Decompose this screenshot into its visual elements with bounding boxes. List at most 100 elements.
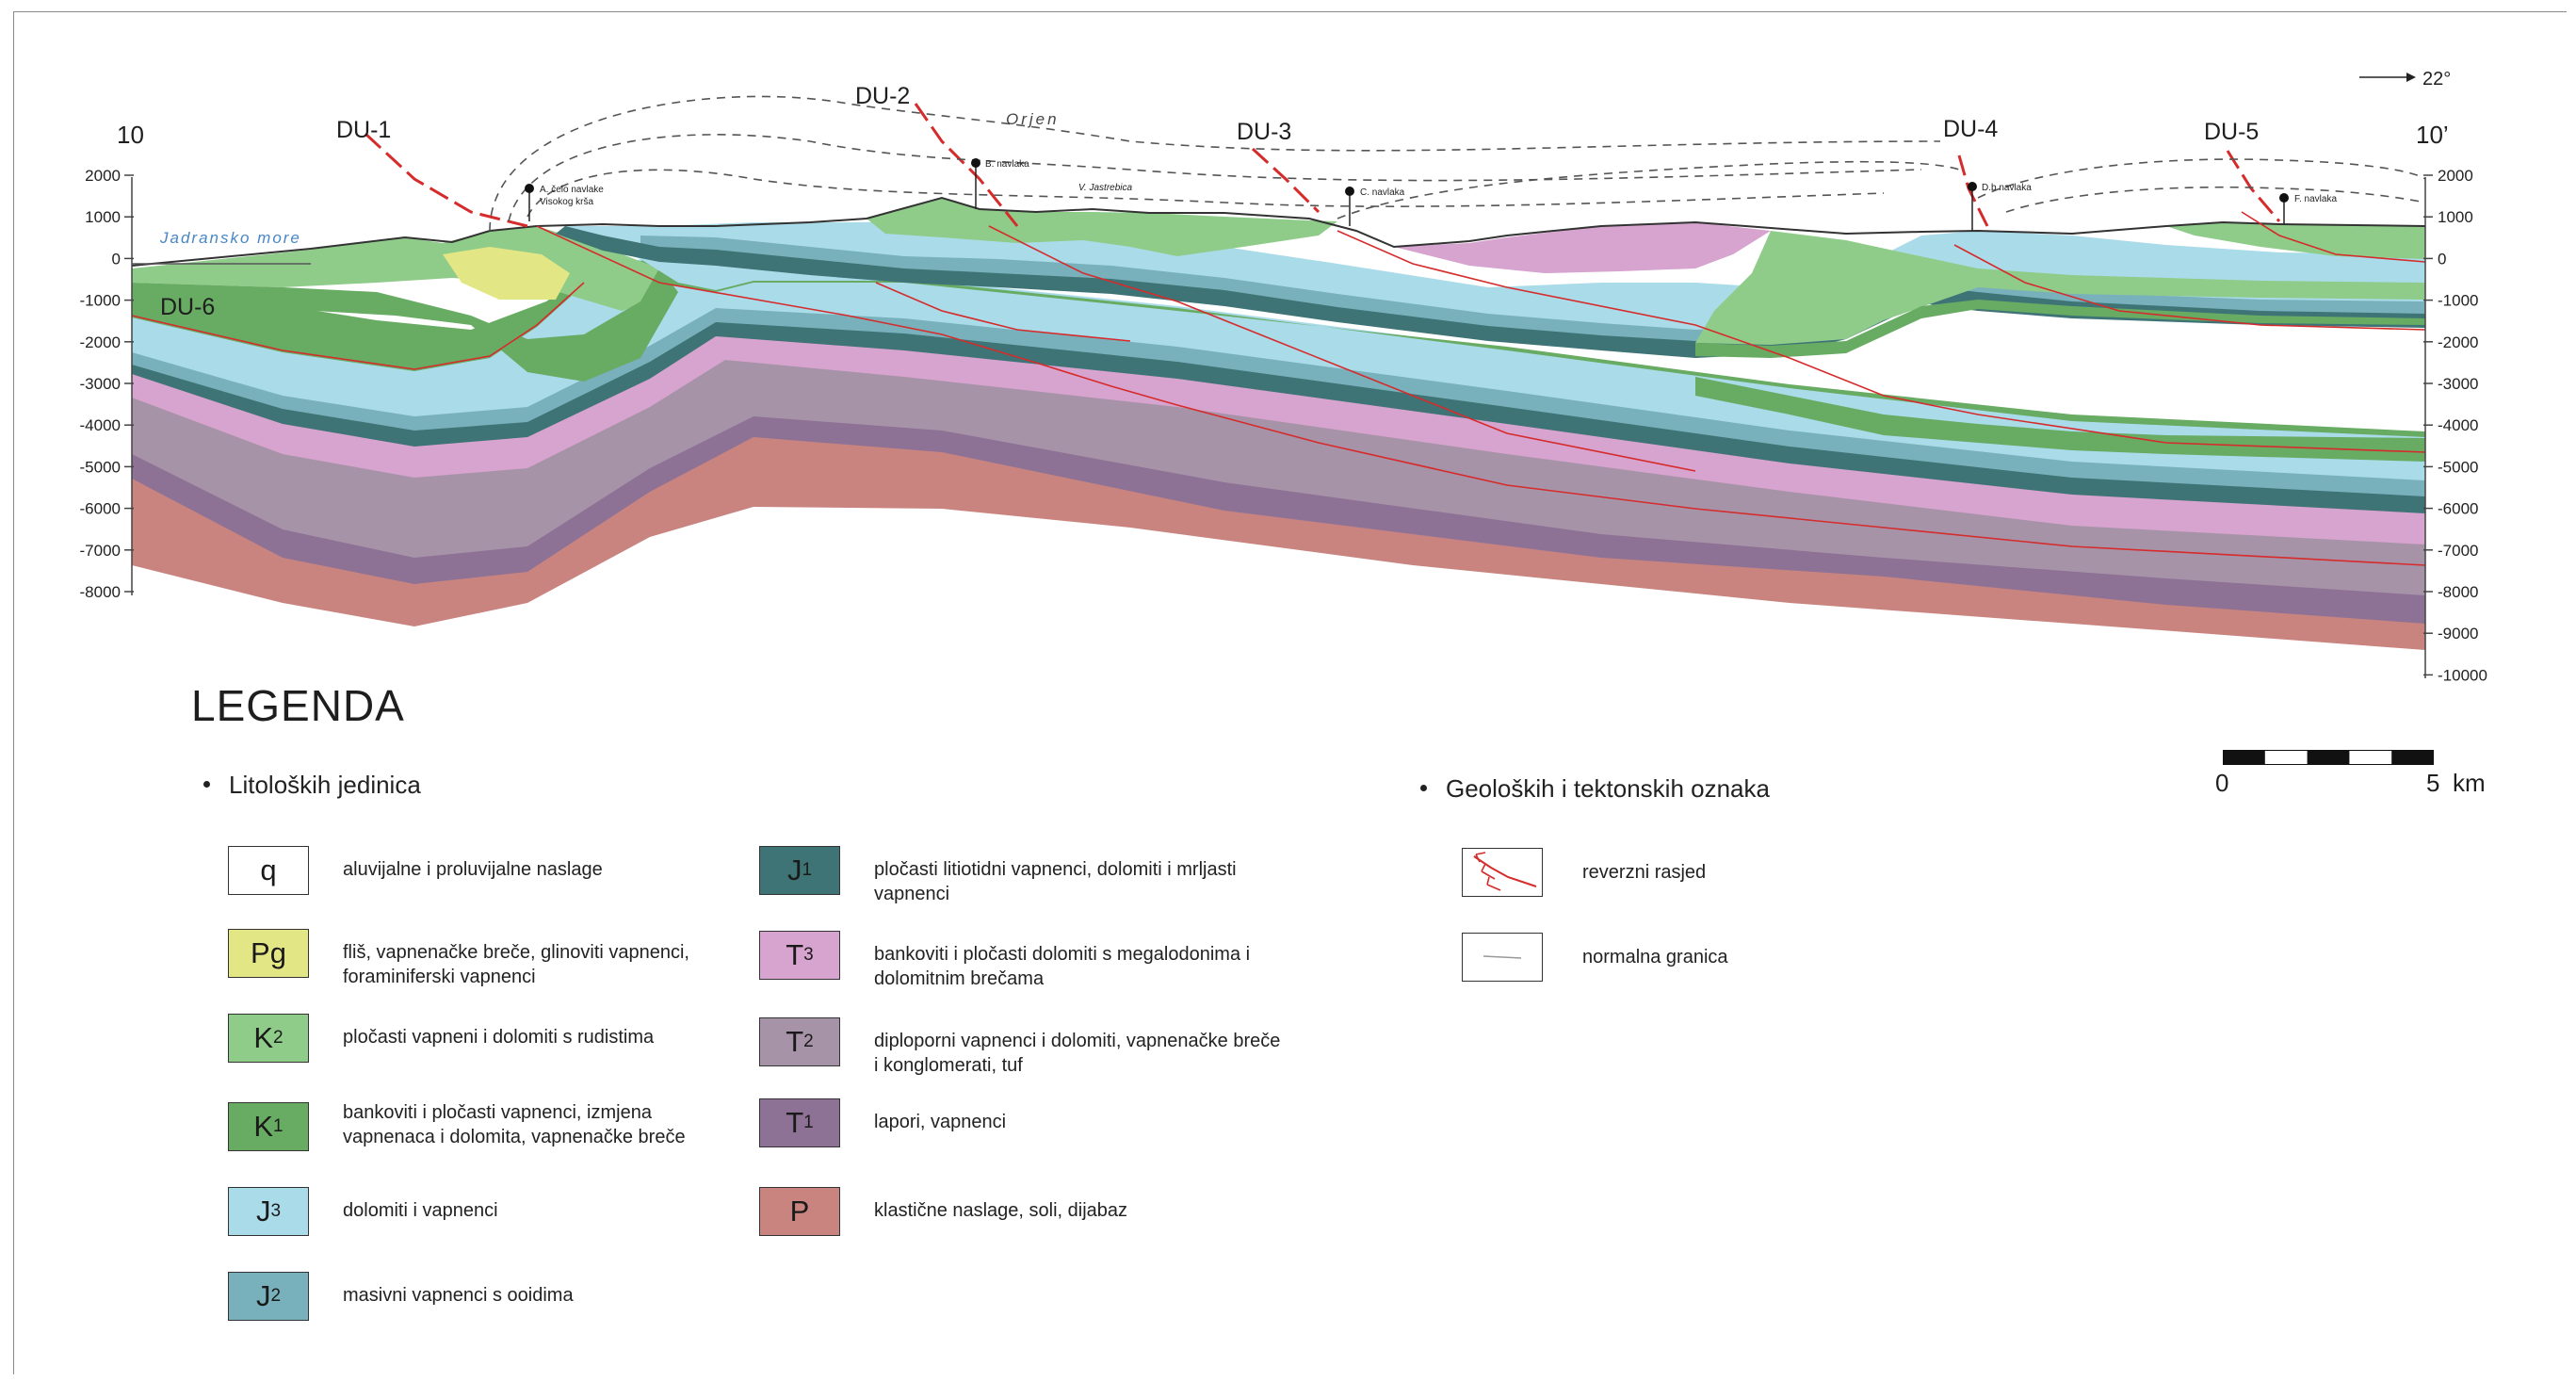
svg-text:B. navlaka: B. navlaka [985,159,1029,170]
unit-description: klastične naslage, soli, dijabaz [874,1200,1128,1221]
depth-label: -1000 [80,292,121,310]
unit-T3-upper-central [1394,222,1771,273]
unit-code: T [786,938,804,971]
unit-K2-upper-central [867,198,1337,256]
unit-description: lapori, vapnenci [874,1112,1007,1132]
unit-code: T [786,1025,804,1058]
depth-label: -4000 [2438,416,2478,434]
unit-description: aluvijalne i proluvijalne naslage [343,859,603,880]
reverse-fault-desc: reverzni rasjed [1582,862,1707,883]
unit-J1-upper-band [556,226,2425,358]
symbols-heading: Geoloških i tektonskih oznaka [1420,774,1770,804]
unit-code: q [260,854,277,886]
direction-arrow-icon [2359,73,2416,82]
unit-code-sub: 3 [803,945,814,965]
unit-K2-layer-west [132,226,678,311]
nappe-marker-d: D.b navlaka [1968,182,2032,231]
fault-label-du1: DU-1 [336,117,391,143]
unit-code-sub: 2 [270,1286,282,1306]
depth-label: -6000 [2438,500,2478,518]
profile-end-label: 10’ [2416,121,2449,149]
unit-code-sub: 2 [803,1032,814,1051]
unit-code: J [255,1279,271,1312]
depth-label: -1000 [2438,292,2478,310]
boundary-lines [131,211,2426,566]
unit-swatch-q: q [228,846,309,895]
svg-text:Visokog krša: Visokog krša [540,197,594,207]
fault-traces [364,103,2281,228]
profile-start-label: 10 [117,121,144,149]
unit-description: masivni vapnenci s ooidima [343,1285,574,1306]
unit-code-sub: 1 [273,1116,284,1136]
depth-label: -10000 [2438,666,2487,684]
depth-label: -3000 [2438,375,2478,393]
unit-K2-upper-east [1695,231,2425,345]
unit-code-sub: 1 [802,860,813,880]
depth-label: 2000 [85,167,121,185]
unit-code: T [786,1106,804,1139]
depth-axis-right [2423,174,2433,678]
scale-unit: km [2453,769,2486,797]
unit-description: fliš, vapnenačke breče, glinoviti vapnen… [343,942,689,987]
unit-J2-upper-central [640,236,2425,344]
legend-title: LEGENDA [191,681,405,730]
depth-label: 1000 [85,208,121,226]
unit-T1-layer [132,415,2425,624]
unit-code: K [253,1110,274,1143]
depth-labels-left: 200010000-1000-2000-3000-4000-5000-6000-… [80,167,121,601]
reverse-fault-icon [1462,848,1543,897]
unit-T3-layer [132,334,2425,545]
svg-text:A. čelo navlake: A. čelo navlake [540,185,604,195]
svg-text:F. navlaka: F. navlaka [2294,194,2337,204]
nappe-marker-b: B. navlaka [971,158,1029,209]
depth-label: -7000 [2438,542,2478,560]
depth-label: 0 [112,250,121,268]
scale-start: 0 [2215,769,2229,797]
unit-J2-layer [132,306,2425,496]
topography-line [131,196,2426,267]
unit-code-sub: 2 [273,1028,284,1048]
unit-P-layer [132,435,2425,650]
unit-swatch-pg: Pg [228,929,309,978]
scale-bar [2223,750,2434,765]
unit-K1-upper-east [1695,300,2425,358]
unit-K1-west-band [132,268,678,382]
depth-label: -9000 [2438,625,2478,642]
units-heading: Litoloških jedinica [203,771,421,800]
place-label: V. Jastrebica [1078,183,1132,193]
unit-swatch-p: P [759,1187,840,1236]
depth-axis-left [124,174,134,595]
unit-J1-layer [132,320,2425,513]
svg-text:D.b navlaka: D.b navlaka [1982,183,2032,193]
normal-boundary-icon [1462,933,1543,982]
depth-label: 1000 [2438,208,2473,226]
depth-label: -3000 [80,375,121,393]
unit-description: dolomiti i vapnenci [343,1200,498,1221]
unit-code: P [789,1195,810,1228]
eroded-arcs [489,95,2426,232]
unit-description: pločasti litiotidni vapnenci, dolomiti i… [874,859,1237,904]
depth-label: -8000 [2438,583,2478,601]
fault-label-du3: DU-3 [1237,119,1291,145]
unit-code: K [253,1021,274,1054]
unit-description: diploporni vapnenci i dolomiti, vapnenač… [874,1031,1281,1076]
unit-K1-east-deep [1695,377,2425,462]
fault-label-du5: DU-5 [2204,119,2259,145]
depth-label: 2000 [2438,167,2473,185]
fault-label-du6: DU-6 [160,294,215,320]
depth-label: -6000 [80,500,121,518]
unit-code: J [786,854,802,886]
unit-Pg-layer [443,247,570,300]
unit-description: bankoviti i pločasti vapnenci, izmjena v… [343,1102,686,1147]
direction-label: 22° [2422,69,2451,89]
fault-label-du4: DU-4 [1943,116,1998,142]
depth-label: -4000 [80,416,121,434]
fault-label-du2: DU-2 [855,83,910,109]
nappe-marker-a: A. čelo navlake Visokog krša [525,184,604,221]
